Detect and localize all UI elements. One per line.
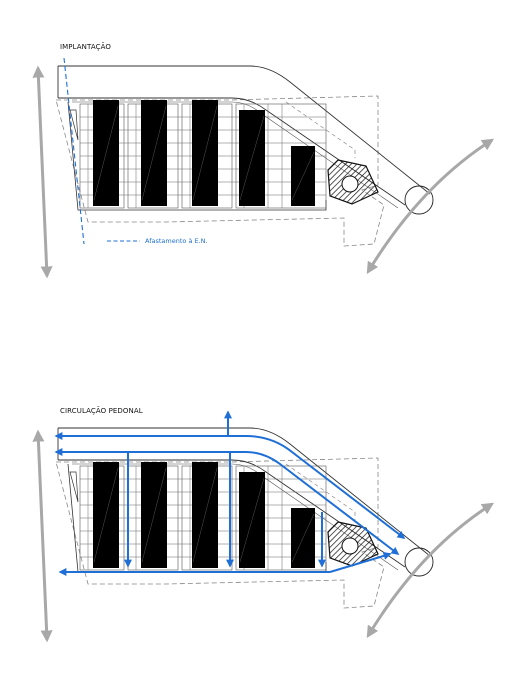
legend-label: Afastamento à E.N. [145,237,208,245]
double-arrow-icon [366,138,495,275]
setback-line [63,57,85,245]
double-arrow-icon [366,502,495,639]
rotunda-hexagon-icon [327,521,379,567]
pedestrian-routes [54,410,406,576]
roundabout-icon [404,547,434,577]
panel-implantacao: IMPLANTAÇÃO [32,42,495,279]
panel-title: IMPLANTAÇÃO [60,42,111,51]
panel-title: CIRCULAÇÃO PEDONAL [60,406,143,415]
building-blocks [93,100,315,206]
legend: Afastamento à E.N. [107,237,208,245]
double-arrow-icon [32,429,53,643]
building-blocks [93,462,315,568]
parking-grid [79,103,327,209]
double-arrow-icon [32,65,53,279]
rotunda-hexagon-icon [327,159,379,205]
panel-circulacao: CIRCULAÇÃO PEDONAL [32,406,495,643]
